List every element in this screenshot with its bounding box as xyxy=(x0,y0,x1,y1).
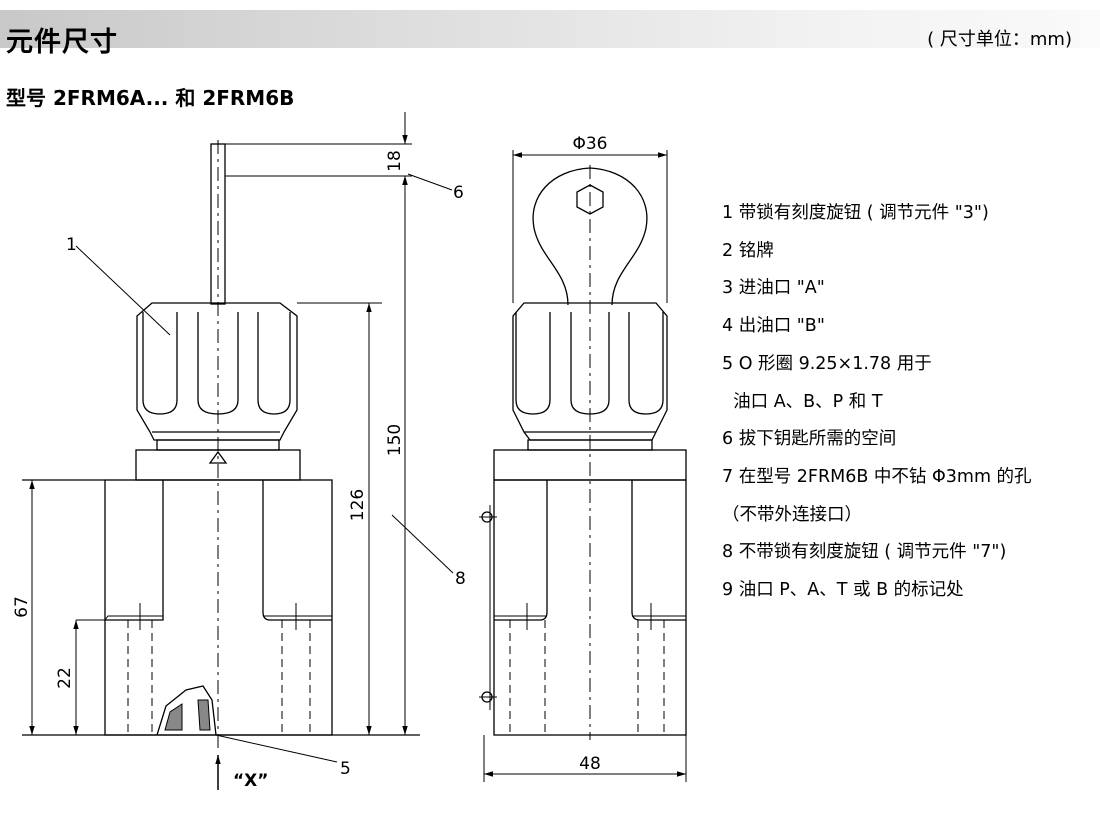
legend-item: 6 拔下钥匙所需的空间 xyxy=(722,429,897,450)
leader-1 xyxy=(75,245,171,336)
dim-18: 18 xyxy=(385,150,405,172)
legend-item: 7 在型号 2FRM6B 中不钻 Φ3mm 的孔 xyxy=(722,466,1032,487)
legend-item: （不带外连接口） xyxy=(722,504,862,525)
leader-8 xyxy=(391,514,454,574)
legend-item: 2 铭牌 xyxy=(722,240,774,261)
leader-5 xyxy=(215,734,338,763)
right-view xyxy=(479,150,687,782)
legend-item: 5 O 形圈 9.25×1.78 用于 xyxy=(722,353,932,374)
right-dimensions xyxy=(484,152,686,777)
leader-6 xyxy=(407,173,453,191)
callout-5: 5 xyxy=(340,759,351,779)
legend-item: 8 不带锁有刻度旋钮 ( 调节元件 "7") xyxy=(722,542,1007,563)
page-title: 元件尺寸 xyxy=(6,27,118,58)
legend-item: 油口 A、B、P 和 T xyxy=(722,391,883,412)
view-x-label: “X” xyxy=(233,771,268,791)
legend-item: 9 油口 P、A、T 或 B 的标记处 xyxy=(722,580,964,601)
unit-note: ( 尺寸单位：mm) xyxy=(927,29,1072,50)
callout-6: 6 xyxy=(453,183,464,203)
oring-section xyxy=(156,685,217,736)
left-dimensions xyxy=(29,112,454,790)
legend-item: 4 出油口 "B" xyxy=(722,316,825,337)
title-bar: 元件尺寸 ( 尺寸单位：mm) xyxy=(0,10,1100,58)
left-view xyxy=(22,140,420,750)
legend-item: 3 进油口 "A" xyxy=(722,278,825,299)
model-heading: 型号 2FRM6A... 和 2FRM6B xyxy=(6,86,295,110)
callout-1: 1 xyxy=(66,235,77,255)
dim-22: 22 xyxy=(55,667,75,689)
dim-67: 67 xyxy=(12,596,32,618)
dim-126: 126 xyxy=(348,489,368,521)
knob-left xyxy=(136,302,298,441)
dim-150: 150 xyxy=(385,424,405,456)
legend-list: 1 带锁有刻度旋钮 ( 调节元件 "3") 2 铭牌 3 进油口 "A" 4 出… xyxy=(722,195,1032,610)
dim-48: 48 xyxy=(579,754,601,774)
legend-item: 1 带锁有刻度旋钮 ( 调节元件 "3") xyxy=(722,203,989,223)
callout-8: 8 xyxy=(455,569,466,589)
dim-phi36: Φ36 xyxy=(572,134,607,154)
